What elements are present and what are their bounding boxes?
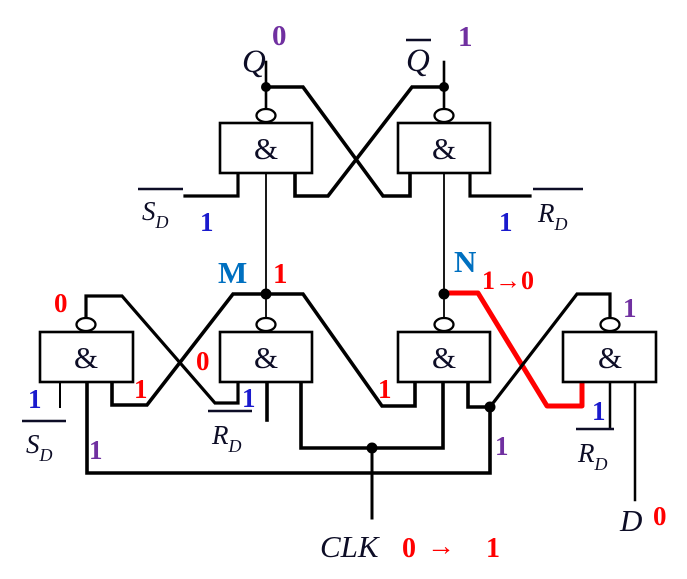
junction-qbar (439, 82, 449, 92)
gate-top-right-symbol: & (432, 131, 456, 166)
value-gate3-input-from-m: 1 (378, 374, 392, 404)
value-sd-top: 1 (200, 207, 214, 237)
value-qbar: 1 (458, 21, 473, 53)
label-d: D (619, 503, 642, 538)
value-gate1-output: 0 (54, 288, 68, 318)
gate-bottom2-bubble (255, 316, 277, 333)
gate-bottom3-bubble (433, 316, 455, 333)
gate-bottom1-symbol: & (74, 340, 98, 375)
value-rd-mid: 1 (242, 383, 256, 413)
gate-top-left-bubble (255, 107, 277, 124)
junction-n (438, 288, 450, 300)
value-d: 0 (653, 501, 667, 531)
label-sd-bottom: SD (26, 429, 53, 465)
value-gate4-output: 1 (623, 293, 637, 323)
label-sd-top-letter: S (142, 196, 156, 226)
value-n: 1→0 (482, 266, 534, 295)
gate-bottom4-symbol: & (598, 340, 622, 375)
label-sd-bottom-letter: S (26, 429, 40, 459)
label-rd-top-letter: R (537, 198, 555, 228)
wire-n-to-gate4-red-path (443, 290, 585, 409)
label-sd-top: SD (142, 196, 169, 232)
gate-top-left-symbol: & (254, 131, 278, 166)
value-rd-right: 1 (592, 396, 606, 426)
label-m: M (218, 255, 247, 290)
gate-bottom3-box (396, 330, 492, 384)
label-rd-top: RD (537, 198, 568, 234)
label-rd-right-sub: D (594, 454, 608, 474)
wire-gate4-rail-to-gate1 (85, 380, 492, 475)
wire-gate1-to-gate2 (84, 294, 240, 405)
value-clk-from: 0 (402, 533, 416, 564)
value-gate2-input-from-gate1: 0 (196, 346, 210, 376)
label-n: N (454, 244, 476, 279)
label-rd-right: RD (577, 438, 608, 474)
junction-m (260, 288, 272, 300)
wire-gate4-output (487, 292, 612, 410)
gate-bottom3-symbol: & (432, 340, 456, 375)
wire-q-to-qbar-gate (264, 85, 412, 198)
gate-bottom1-bubble (75, 316, 97, 333)
value-m: 1 (273, 258, 288, 290)
value-sd-bottom: 1 (28, 384, 42, 414)
value-gate4-rail: 1 (89, 435, 103, 465)
label-sd-bottom-sub: D (39, 445, 53, 465)
gate-bottom2-symbol: & (254, 340, 278, 375)
clk-transition-arrow: → (427, 531, 455, 562)
junction-gate4-output (484, 401, 496, 413)
label-sd-top-sub: D (155, 212, 169, 232)
gate-top-right-box (396, 121, 492, 175)
wire-m-to-gate3 (264, 292, 417, 408)
label-rd-mid-letter: R (211, 420, 229, 450)
gate-top-right-bubble (433, 107, 455, 124)
wire-sd-top-input (183, 171, 240, 198)
value-q: 0 (272, 20, 287, 52)
label-qbar: Q (406, 43, 430, 79)
label-q: Q (242, 44, 266, 80)
gate-bottom4-bubble (599, 316, 621, 333)
wire-rd-top-input (468, 171, 532, 198)
label-rd-mid-sub: D (228, 436, 242, 456)
wire-gate3-to-node (466, 380, 492, 409)
gate-bottom4-box (561, 330, 658, 384)
value-gate1-input-from-m: 1 (134, 374, 148, 404)
label-rd-right-letter: R (577, 438, 595, 468)
label-rd-top-sub: D (554, 214, 568, 234)
value-gate4-node: 1 (495, 431, 509, 461)
label-clk: CLK (320, 529, 381, 564)
label-rd-mid: RD (211, 420, 242, 456)
value-clk-to: 1 (486, 533, 500, 564)
junction-clk (366, 442, 378, 454)
value-rd-top: 1 (499, 207, 513, 237)
junction-q (261, 82, 271, 92)
wire-qbar-to-q-gate (293, 85, 446, 198)
wire-m-to-gate1 (110, 292, 268, 407)
